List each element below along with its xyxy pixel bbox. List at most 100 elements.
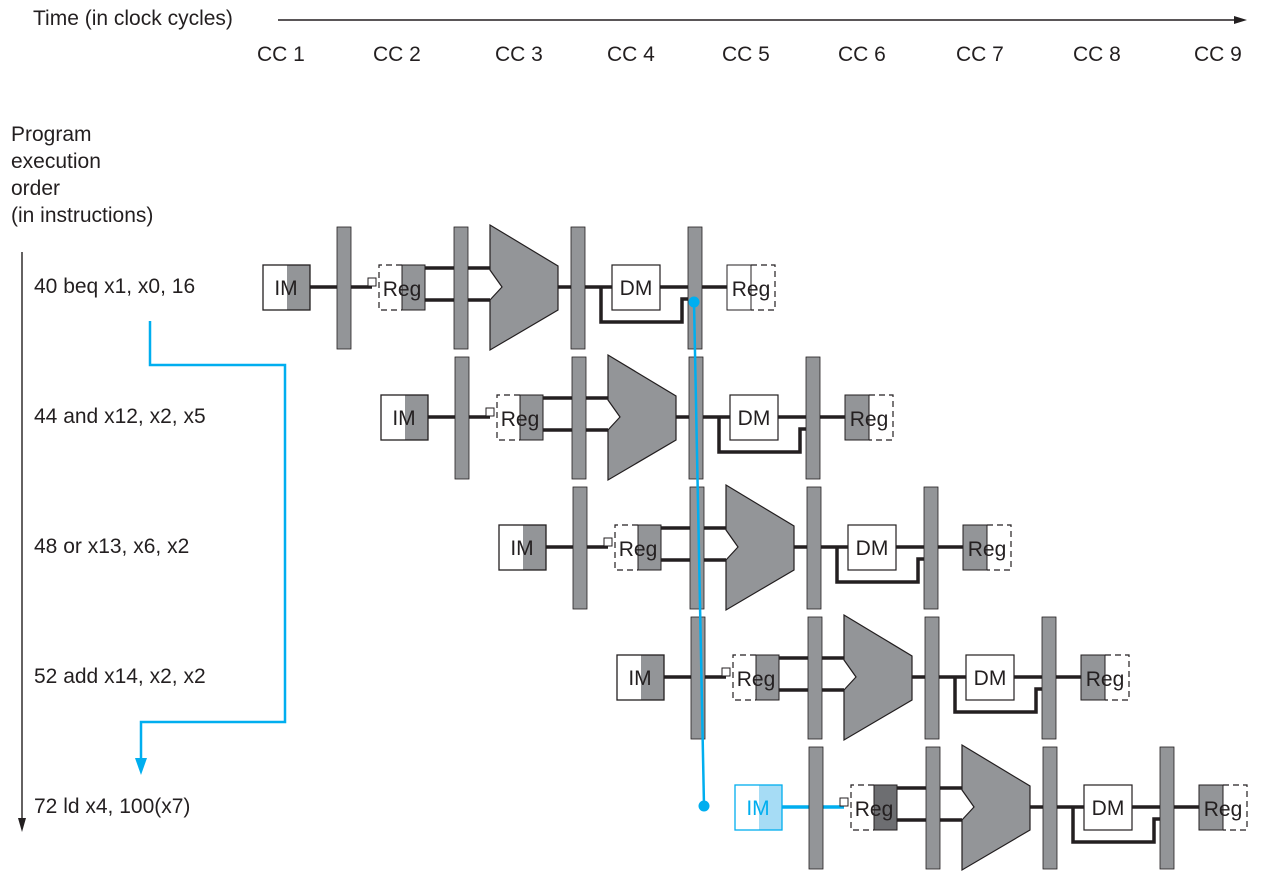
pipeline-register-3: [924, 616, 940, 740]
cycle-label: CC 5: [722, 43, 770, 66]
order-axis-label-line-1: Program: [11, 123, 92, 146]
dm-box: [611, 264, 661, 311]
instruction-label: 72 ld x4, 100(x7): [34, 795, 191, 818]
alu-icon: [725, 483, 795, 612]
reg-read-dashed-edge: [732, 654, 756, 701]
reg-read-label: Reg: [383, 278, 422, 301]
cycle-label: CC 6: [838, 43, 886, 66]
reg-write-dashed-edge: [751, 264, 776, 311]
cycle-label: CC 3: [495, 43, 543, 66]
branch-target-arrowhead-icon: [135, 758, 147, 775]
reg-read-label: Reg: [619, 538, 658, 561]
reg-write-port-icon: [367, 277, 377, 287]
time-axis-arrowhead-icon: [1234, 16, 1247, 24]
im-box: [498, 524, 547, 571]
order-axis-arrowhead-icon: [18, 818, 26, 832]
instruction-label: 40 beq x1, x0, 16: [34, 275, 196, 298]
order-axis-label-line-4: (in instructions): [11, 204, 154, 227]
im-box: [380, 394, 429, 441]
pipeline-row: IM Reg DM Reg: [380, 353, 894, 482]
reg-write-dashed-edge: [1223, 784, 1248, 831]
axes: [18, 16, 1247, 832]
reg-write-port-icon: [721, 667, 731, 677]
reg-read-shade: [755, 654, 780, 701]
alu-icon: [961, 743, 1031, 872]
dm-box: [847, 524, 897, 571]
reg-write-shade: [844, 394, 870, 441]
pipeline-register-1: [336, 226, 352, 350]
reg-write-dashed-edge: [987, 524, 1012, 571]
im-box-shade: [523, 525, 546, 570]
reg-read-label: Reg: [737, 668, 776, 691]
dm-box: [729, 394, 779, 441]
pipeline-register-3: [806, 486, 822, 610]
reg-read-label: Reg: [501, 408, 540, 431]
cycle-label: CC 2: [373, 43, 421, 66]
dm-box: [1083, 784, 1133, 831]
reg-read-dashed-edge: [614, 524, 638, 571]
pipeline-row: IM Reg DM Reg: [498, 483, 1012, 612]
cycle-label: CC 1: [257, 43, 305, 66]
pipeline-register-2: [925, 746, 941, 870]
cycle-label: CC 4: [607, 43, 655, 66]
order-axis-label-line-3: order: [11, 177, 61, 200]
im-box-shade: [641, 655, 664, 700]
im-label: IM: [392, 407, 415, 430]
reg-read-shade: [519, 394, 544, 441]
pipeline-register-3: [570, 226, 586, 350]
dm-label: DM: [856, 537, 889, 560]
branch-target-path: [139, 321, 287, 760]
dm-label: DM: [620, 277, 653, 300]
pipeline-register-4: [1159, 746, 1175, 870]
reg-write-shade: [726, 264, 752, 311]
pipeline-register-1: [572, 486, 588, 610]
dm-box: [965, 654, 1015, 701]
cycle-label: CC 8: [1073, 43, 1121, 66]
pipeline-register-3: [1042, 746, 1058, 870]
alu-icon: [843, 613, 913, 742]
branch-resolve-dot-icon: [688, 296, 700, 308]
dm-label: DM: [974, 667, 1007, 690]
wire-mem-bypass: [953, 677, 1044, 714]
reg-write-label: Reg: [1204, 798, 1243, 821]
branch-hazard-overlay: [135, 296, 710, 812]
reg-write-shade: [1080, 654, 1106, 701]
pipeline-register-4: [1041, 616, 1057, 740]
alu-icon: [489, 223, 559, 352]
im-box: [616, 654, 665, 701]
reg-read-shade: [637, 524, 662, 571]
dm-label: DM: [1092, 797, 1125, 820]
reg-write-port-icon: [485, 407, 495, 417]
time-axis-label: Time (in clock cycles): [33, 7, 233, 30]
pipeline-register-4: [923, 486, 939, 610]
reg-read-dashed-edge: [496, 394, 520, 441]
branch-resolve-line: [692, 301, 706, 807]
im-box: [262, 264, 311, 311]
im-label: IM: [510, 537, 533, 560]
reg-write-dashed-edge: [869, 394, 894, 441]
pipeline-register-1: [808, 746, 824, 870]
pipeline-register-2: [807, 616, 823, 740]
wire-mem-bypass: [1071, 807, 1162, 844]
dm-label: DM: [738, 407, 771, 430]
reg-write-label: Reg: [850, 408, 889, 431]
wire-mem-bypass: [599, 287, 690, 324]
reg-write-shade: [1198, 784, 1224, 831]
reg-write-port-icon: [839, 797, 849, 807]
instruction-label: 44 and x12, x2, x5: [34, 405, 206, 428]
im-label: IM: [274, 277, 297, 300]
pipeline-register-2: [453, 226, 469, 350]
fetch-target-dot-icon: [698, 800, 710, 812]
wire-mem-bypass: [717, 417, 808, 454]
pipeline-register-1: [454, 356, 470, 480]
pipeline-register-4: [805, 356, 821, 480]
im-box-shade: [759, 785, 782, 830]
reg-write-label: Reg: [968, 538, 1007, 561]
alu-icon: [607, 353, 677, 482]
im-box: [734, 784, 783, 831]
